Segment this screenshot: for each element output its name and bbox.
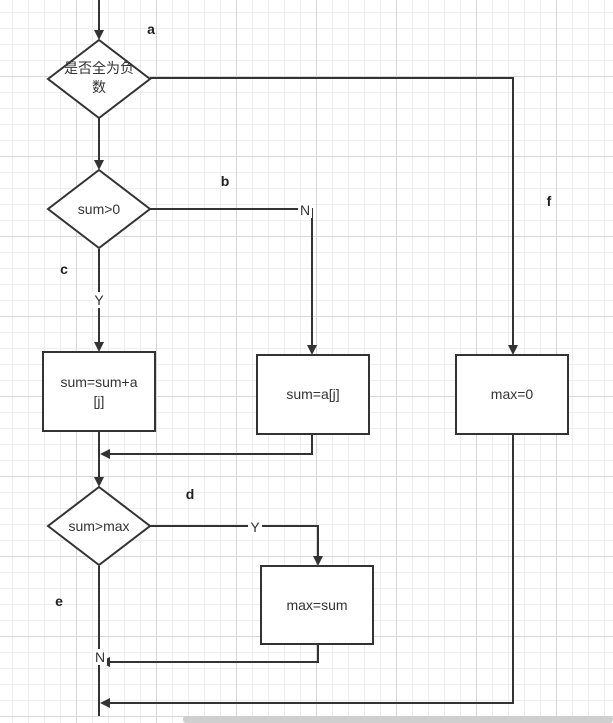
edge-label-sum-gt-0-no: N <box>298 202 312 218</box>
svg-text:Y: Y <box>94 292 104 308</box>
process-sum-add-label-line2: [j] <box>94 393 105 409</box>
edge-sum-gt-0-no <box>150 208 317 355</box>
svg-text:N: N <box>300 202 310 218</box>
process-sum-add-label-line1: sum=sum+a <box>60 374 137 390</box>
decision-sum-gt-0[interactable]: sum>0 <box>46 168 152 250</box>
path-mark-a: a <box>147 21 155 37</box>
decision-sum-gt-max-label: sum>max <box>68 518 129 534</box>
decision-sum-gt-0-label: sum>0 <box>78 201 121 217</box>
path-mark-f: f <box>547 193 552 209</box>
path-mark-b: b <box>221 173 230 189</box>
process-sum-assign-label: sum=a[j] <box>286 386 339 402</box>
edge-all-negative-to-max-zero <box>150 77 518 355</box>
path-mark-c: c <box>60 261 68 277</box>
horizontal-scrollbar[interactable] <box>183 716 613 723</box>
process-max-zero[interactable]: max=0 <box>455 354 569 435</box>
path-mark-d: d <box>186 486 195 502</box>
edge-label-sum-gt-0-yes: Y <box>92 292 106 308</box>
edge-label-sum-gt-max-no: N <box>93 649 107 665</box>
svg-text:N: N <box>95 649 105 665</box>
decision-all-negative-label-line2: 数 <box>92 79 106 95</box>
decision-all-negative-label-line1: 是否全为负 <box>64 60 134 76</box>
process-sum-add[interactable]: sum=sum+a [j] <box>42 351 156 432</box>
edge-label-sum-gt-max-yes: Y <box>248 519 262 535</box>
edge-sum-assign-to-merge <box>100 435 313 459</box>
edge-max-zero-to-merge <box>100 435 514 708</box>
path-mark-e: e <box>55 593 63 609</box>
decision-all-negative[interactable]: 是否全为负 数 <box>46 38 152 120</box>
decision-sum-gt-max[interactable]: sum>max <box>46 485 152 567</box>
process-sum-assign[interactable]: sum=a[j] <box>256 354 370 435</box>
process-max-assign[interactable]: max=sum <box>260 565 374 645</box>
edge-sum-gt-max-yes <box>150 525 323 566</box>
edge-max-assign-to-merge <box>100 644 319 667</box>
process-max-assign-label: max=sum <box>286 597 347 613</box>
svg-text:Y: Y <box>250 519 260 535</box>
process-max-zero-label: max=0 <box>491 386 534 402</box>
